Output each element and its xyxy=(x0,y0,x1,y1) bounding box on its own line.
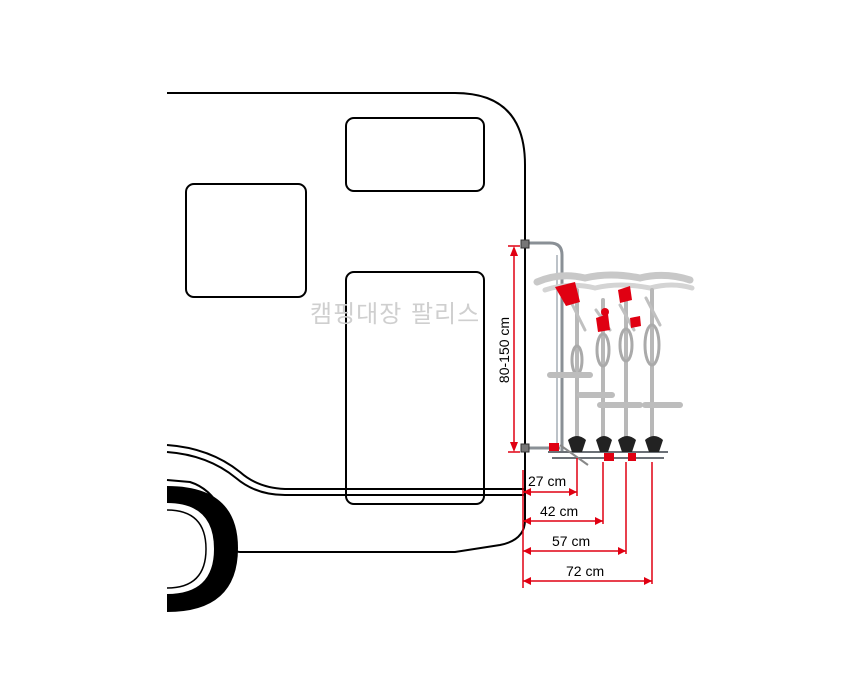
dimension-label-27: 27 cm xyxy=(528,473,566,489)
red-clamp-rail-3 xyxy=(628,453,636,461)
rear-wheel xyxy=(166,486,238,612)
red-clamp-rail-2 xyxy=(604,453,614,461)
red-clamp-rail-1 xyxy=(549,443,559,451)
side-door-panel xyxy=(345,271,485,505)
height-dimension-label: 80-150 cm xyxy=(496,317,512,383)
top-mount-bracket xyxy=(520,239,530,249)
dimension-label-72: 72 cm xyxy=(566,563,604,579)
height-dimension xyxy=(508,245,520,453)
dimension-label-57: 57 cm xyxy=(552,533,590,549)
side-window-left xyxy=(185,183,307,298)
side-window-top xyxy=(345,117,485,192)
red-frame-holders xyxy=(555,282,641,332)
watermark-text: 캠핑대장 팔리스 xyxy=(310,300,480,328)
dimension-extension-lines xyxy=(576,458,653,584)
dimension-arrows xyxy=(523,488,652,585)
bikes-group xyxy=(533,271,695,452)
dimension-label-42: 42 cm xyxy=(540,503,578,519)
bottom-mount-bracket xyxy=(520,443,530,453)
wheel-holders xyxy=(568,436,663,452)
